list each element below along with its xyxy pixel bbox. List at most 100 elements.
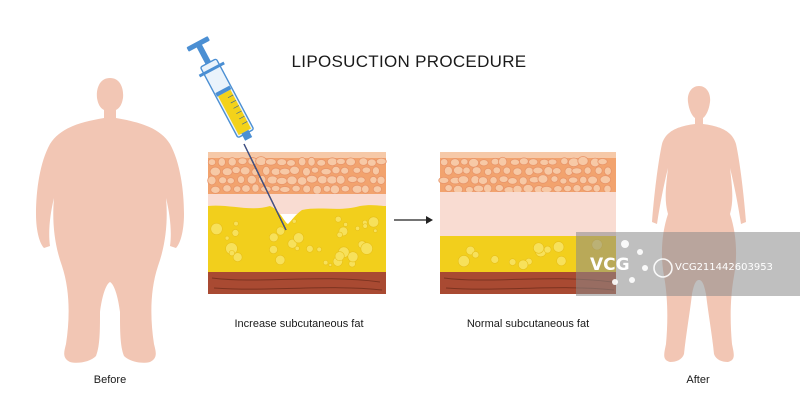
fat-cell	[484, 167, 493, 176]
watermark-logo: VCG	[590, 255, 630, 275]
fat-cell	[528, 158, 539, 166]
fat-cell	[483, 183, 493, 194]
fat-cell	[246, 174, 257, 185]
fat-cell	[320, 168, 332, 176]
fat-bubble	[373, 228, 378, 233]
fat-bubble	[323, 259, 329, 266]
after-muscle-layer	[440, 272, 616, 294]
fat-cell	[477, 176, 489, 185]
after-figure-label: After	[686, 374, 710, 386]
fat-cell	[444, 184, 453, 192]
fat-cell	[512, 167, 523, 176]
fat-cell	[310, 166, 320, 174]
fat-cell	[276, 176, 288, 185]
fat-cell	[271, 184, 281, 192]
fat-bubble	[355, 225, 361, 231]
fat-cell	[340, 185, 350, 193]
fat-cell	[524, 166, 534, 176]
fat-cell	[276, 158, 288, 166]
fat-cell	[489, 176, 498, 185]
fat-cell	[239, 166, 251, 176]
fat-bubble	[293, 232, 305, 244]
fat-cell	[579, 175, 588, 185]
fat-bubble	[306, 245, 314, 253]
fat-cell	[361, 166, 372, 174]
fat-cell	[302, 184, 312, 194]
fat-cell	[358, 157, 369, 166]
fat-cell	[352, 166, 362, 174]
fat-cell	[490, 157, 500, 166]
fat-cell	[502, 166, 511, 175]
syringe-icon	[186, 36, 287, 231]
fat-cell	[317, 175, 328, 185]
fat-bubble	[368, 216, 380, 228]
fat-cell	[251, 183, 260, 193]
before-body-figure	[36, 78, 184, 363]
fat-cell	[498, 156, 508, 167]
fat-cell	[577, 156, 589, 166]
fat-bubble	[231, 229, 240, 237]
fat-cell	[372, 166, 380, 176]
fat-cell	[335, 174, 346, 185]
fat-cell	[450, 158, 460, 167]
fat-bubble	[228, 250, 235, 257]
fat-bubble	[233, 221, 239, 227]
fat-cell	[207, 175, 217, 186]
fat-cell	[537, 174, 549, 184]
fat-cell	[443, 165, 453, 176]
fat-bubble	[224, 235, 230, 241]
fat-cell	[316, 159, 327, 167]
fat-cell	[552, 167, 562, 175]
fat-cell	[572, 184, 582, 193]
fat-cell	[494, 184, 504, 192]
fat-cell	[286, 159, 296, 167]
fat-cell	[462, 166, 471, 175]
fat-cell	[587, 175, 598, 185]
fat-cell	[594, 166, 603, 175]
fat-cell	[226, 177, 235, 185]
fat-bubble	[210, 222, 223, 235]
fat-cell	[553, 185, 563, 193]
fat-cell	[227, 157, 237, 167]
fat-bubble	[334, 251, 345, 262]
fat-cell	[266, 175, 279, 185]
before-panel-caption: Increase subcutaneous fat	[234, 318, 364, 330]
fat-cell	[345, 157, 356, 167]
fat-cell	[518, 176, 528, 186]
fat-cell	[291, 184, 301, 193]
fat-cell	[340, 166, 350, 175]
fat-cell	[603, 184, 612, 194]
fat-bubble	[556, 255, 567, 267]
fat-cell	[550, 175, 559, 183]
fat-cell	[312, 185, 322, 195]
fat-cell	[547, 158, 558, 166]
fat-cell	[597, 158, 608, 166]
fat-cell	[539, 158, 550, 166]
fat-cell	[326, 175, 338, 185]
fat-cell	[457, 175, 470, 185]
fat-bubble	[533, 242, 545, 254]
fat-cell	[473, 184, 485, 193]
fat-cell	[471, 166, 482, 175]
diagram-title: LIPOSUCTION PROCEDURE	[291, 52, 527, 71]
fat-cell	[453, 165, 464, 175]
arrow-icon	[394, 216, 433, 224]
fat-cell	[218, 176, 228, 185]
fat-cell	[532, 166, 544, 175]
fat-cell	[207, 158, 217, 166]
fat-cell	[217, 157, 226, 167]
fat-cell	[322, 185, 331, 193]
fat-cell	[237, 175, 246, 184]
fat-cell	[582, 184, 593, 192]
fat-bubble	[343, 222, 348, 227]
fat-cell	[568, 176, 579, 184]
fat-bubble	[275, 254, 286, 266]
fat-bubble	[518, 259, 529, 270]
fat-bubble	[269, 245, 278, 254]
fat-cell	[460, 158, 469, 166]
fat-bubble	[328, 263, 333, 267]
before-figure-label: Before	[93, 374, 127, 386]
fat-cell	[279, 186, 291, 193]
fat-cell	[498, 175, 509, 183]
